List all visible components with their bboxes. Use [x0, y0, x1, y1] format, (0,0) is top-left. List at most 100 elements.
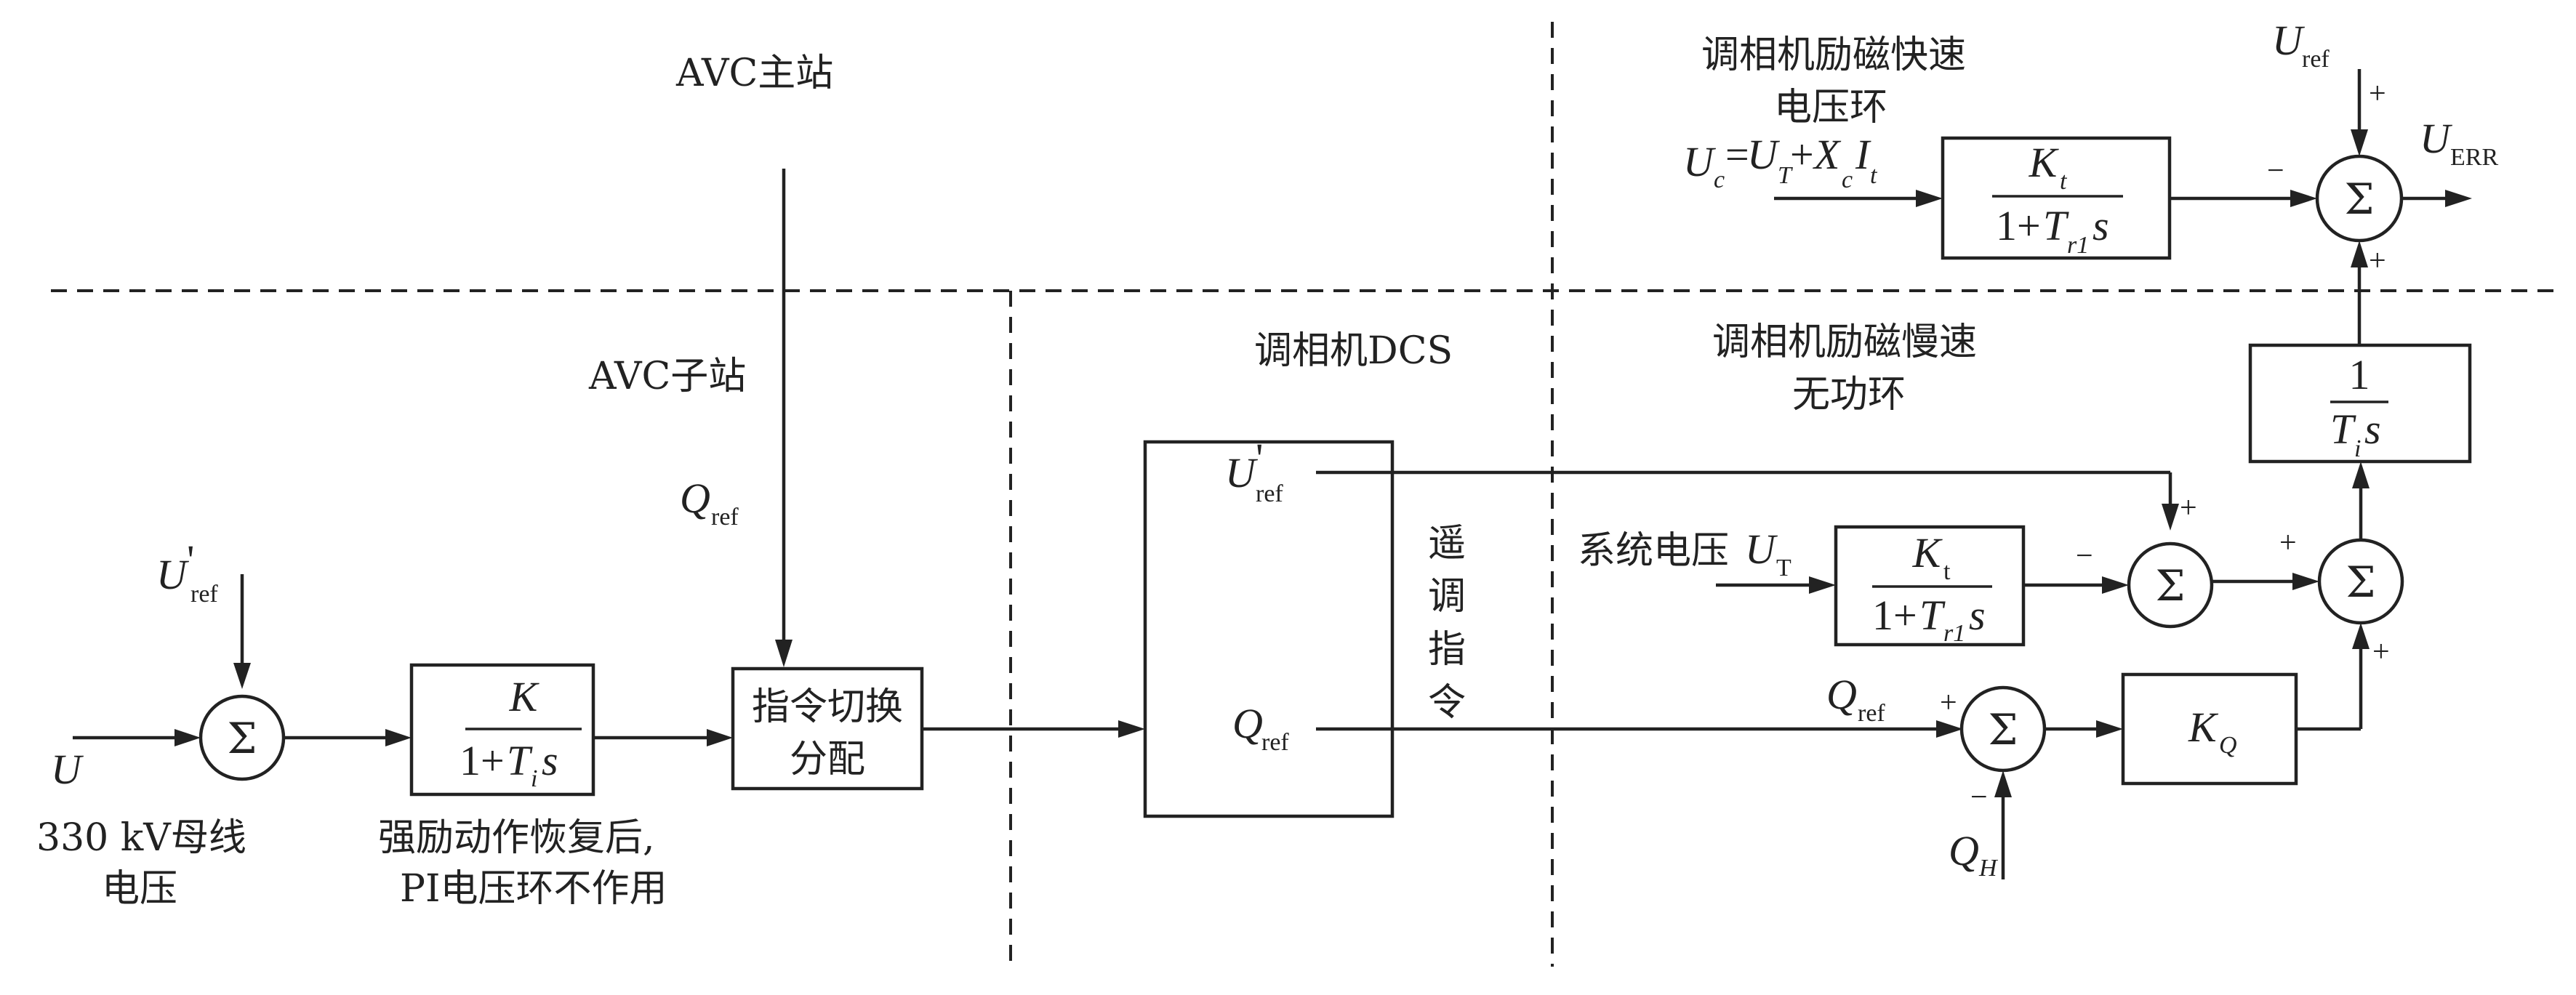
svg-text:s: s — [542, 737, 558, 784]
slow-sum2-plus-left: + — [2279, 526, 2297, 560]
uerr-output-arrowhead — [2445, 190, 2472, 207]
uref-fast-label: U ref — [2272, 17, 2330, 73]
pi-to-switch-arrowhead — [707, 729, 733, 746]
uref-left-arrowhead — [233, 663, 251, 689]
svg-text:T: T — [2043, 202, 2069, 249]
svg-text:T: T — [2330, 406, 2356, 453]
svg-text:U: U — [1747, 131, 1781, 178]
slow-loop-label-line2: 无功环 — [1792, 373, 1906, 416]
svg-text:Q: Q — [1232, 700, 1263, 747]
svg-text:+: + — [1790, 131, 1814, 178]
svg-text:ref: ref — [190, 581, 218, 608]
kq-gain-block: K Q — [2121, 672, 2298, 786]
slow-sum2-plus-bottom: + — [2372, 635, 2390, 669]
svg-text:U: U — [51, 746, 84, 793]
svg-text:分配: 分配 — [790, 738, 865, 781]
fast-filter-block: K t 1+ T r1 s — [1941, 136, 2172, 260]
uref-dcs-to-sum1-arrowhead — [2162, 504, 2179, 531]
qh-input-arrowhead — [1994, 770, 2012, 797]
slow-sum2-to-integrator-arrowhead — [2352, 462, 2370, 488]
svg-text:': ' — [187, 536, 194, 584]
slow-sum3-minus-sign: − — [1970, 781, 1988, 814]
slow-sum-2: Σ — [2317, 538, 2404, 625]
svg-text:U: U — [1225, 449, 1259, 496]
uc-input-arrowhead — [1916, 190, 1943, 207]
slow-loop-label-line1: 调相机励磁慢速 — [1712, 321, 1977, 364]
qref-dcs-label: Q ref — [1232, 700, 1289, 756]
svg-text:s: s — [1969, 592, 1986, 639]
slow-sum-3: Σ — [1959, 685, 2047, 773]
svg-text:ref: ref — [1858, 700, 1885, 727]
fast-filter-to-sum-arrowhead — [2290, 190, 2317, 207]
svg-text:ref: ref — [711, 504, 739, 531]
u-input-arrowhead — [174, 729, 201, 746]
svg-text:T: T — [1919, 592, 1946, 639]
system-voltage-label: 系统电压 U T — [1578, 525, 1791, 581]
slow-filter-block: K t 1+ T r1 s — [1834, 525, 2026, 647]
svg-text:Q: Q — [1949, 827, 1979, 874]
svg-text:i: i — [2354, 435, 2361, 462]
svg-text:T: T — [507, 737, 533, 784]
svg-text:s: s — [2364, 406, 2381, 453]
svg-text:r1: r1 — [1943, 620, 1965, 647]
svg-text:U: U — [2272, 17, 2306, 64]
remote-command-char-4: 令 — [1428, 681, 1466, 725]
svg-text:K: K — [2188, 704, 2219, 751]
slow-sum1-to-sum2-arrowhead — [2292, 573, 2319, 590]
svg-text:1+: 1+ — [1996, 202, 2041, 249]
sum-left-to-pi-arrowhead — [385, 729, 412, 746]
pi-note-line1: 强励动作恢复后, — [378, 816, 655, 860]
svg-text:c: c — [1714, 166, 1725, 193]
svg-text:系统电压: 系统电压 — [1578, 529, 1729, 573]
svg-text:H: H — [1978, 855, 1999, 882]
svg-text:ref: ref — [1256, 480, 1283, 507]
bus-voltage-label-line1: 330 kV母线 — [36, 816, 246, 860]
svg-text:t: t — [1943, 558, 1951, 585]
svg-text:Σ: Σ — [2155, 561, 2185, 611]
svg-text:Σ: Σ — [2346, 557, 2375, 607]
qref-dcs-to-sum3-arrowhead — [1936, 720, 1963, 738]
svg-text:ERR: ERR — [2450, 144, 2498, 171]
svg-text:Q: Q — [680, 475, 710, 522]
svg-text:U: U — [156, 551, 190, 598]
svg-text:Σ: Σ — [2344, 174, 2374, 224]
pi-note-line2: PI电压环不作用 — [400, 867, 667, 911]
slow-filter-to-sum1-arrowhead — [2102, 576, 2129, 594]
uc-equation-label: U c = U T + X c I t — [1683, 131, 1878, 193]
u-bus-input-label: U — [51, 746, 84, 793]
svg-text:T: T — [1778, 162, 1793, 189]
avc-command-arrowhead — [775, 640, 793, 667]
qh-label: Q H — [1949, 827, 1999, 882]
svg-text:t: t — [1870, 162, 1878, 189]
fast-loop-label-line1: 调相机励磁快速 — [1701, 33, 1966, 77]
system-voltage-input-arrowhead — [1809, 576, 1836, 594]
svg-text:U: U — [2420, 115, 2453, 162]
svg-text:ref: ref — [1261, 729, 1289, 756]
remote-command-char-1: 遥 — [1428, 522, 1466, 565]
svg-text:Q: Q — [2219, 732, 2237, 759]
svg-text:指令切换: 指令切换 — [752, 685, 903, 729]
remote-command-char-3: 指 — [1428, 628, 1466, 672]
dcs-box — [1143, 440, 1395, 818]
svg-text:i: i — [531, 765, 537, 792]
svg-text:I: I — [1855, 131, 1871, 178]
svg-text:U: U — [1745, 525, 1778, 573]
svg-text:Σ: Σ — [227, 714, 257, 763]
svg-text:K: K — [509, 673, 540, 720]
remote-command-char-2: 调 — [1428, 575, 1466, 619]
command-switch-block: 指令切换 分配 — [731, 666, 924, 791]
uref-prime-left-label: U ' ref — [156, 536, 218, 608]
svg-text:1+: 1+ — [1872, 592, 1917, 639]
fast-sum-plus-bottom: + — [2369, 244, 2386, 278]
slow-sum1-minus-sign: − — [2076, 539, 2093, 573]
svg-text:X: X — [1813, 131, 1842, 178]
svg-text:s: s — [2093, 202, 2109, 249]
uref-prime-dcs-label: U ' ref — [1225, 435, 1283, 507]
svg-text:': ' — [1256, 435, 1263, 482]
switch-to-dcs-arrowhead — [1118, 720, 1145, 738]
integrator-block: 1 T i s — [2248, 343, 2472, 464]
slow-sum-1: Σ — [2127, 541, 2214, 629]
svg-text:ref: ref — [2302, 46, 2330, 73]
integrator-to-fast-sum-arrowhead — [2351, 241, 2368, 267]
